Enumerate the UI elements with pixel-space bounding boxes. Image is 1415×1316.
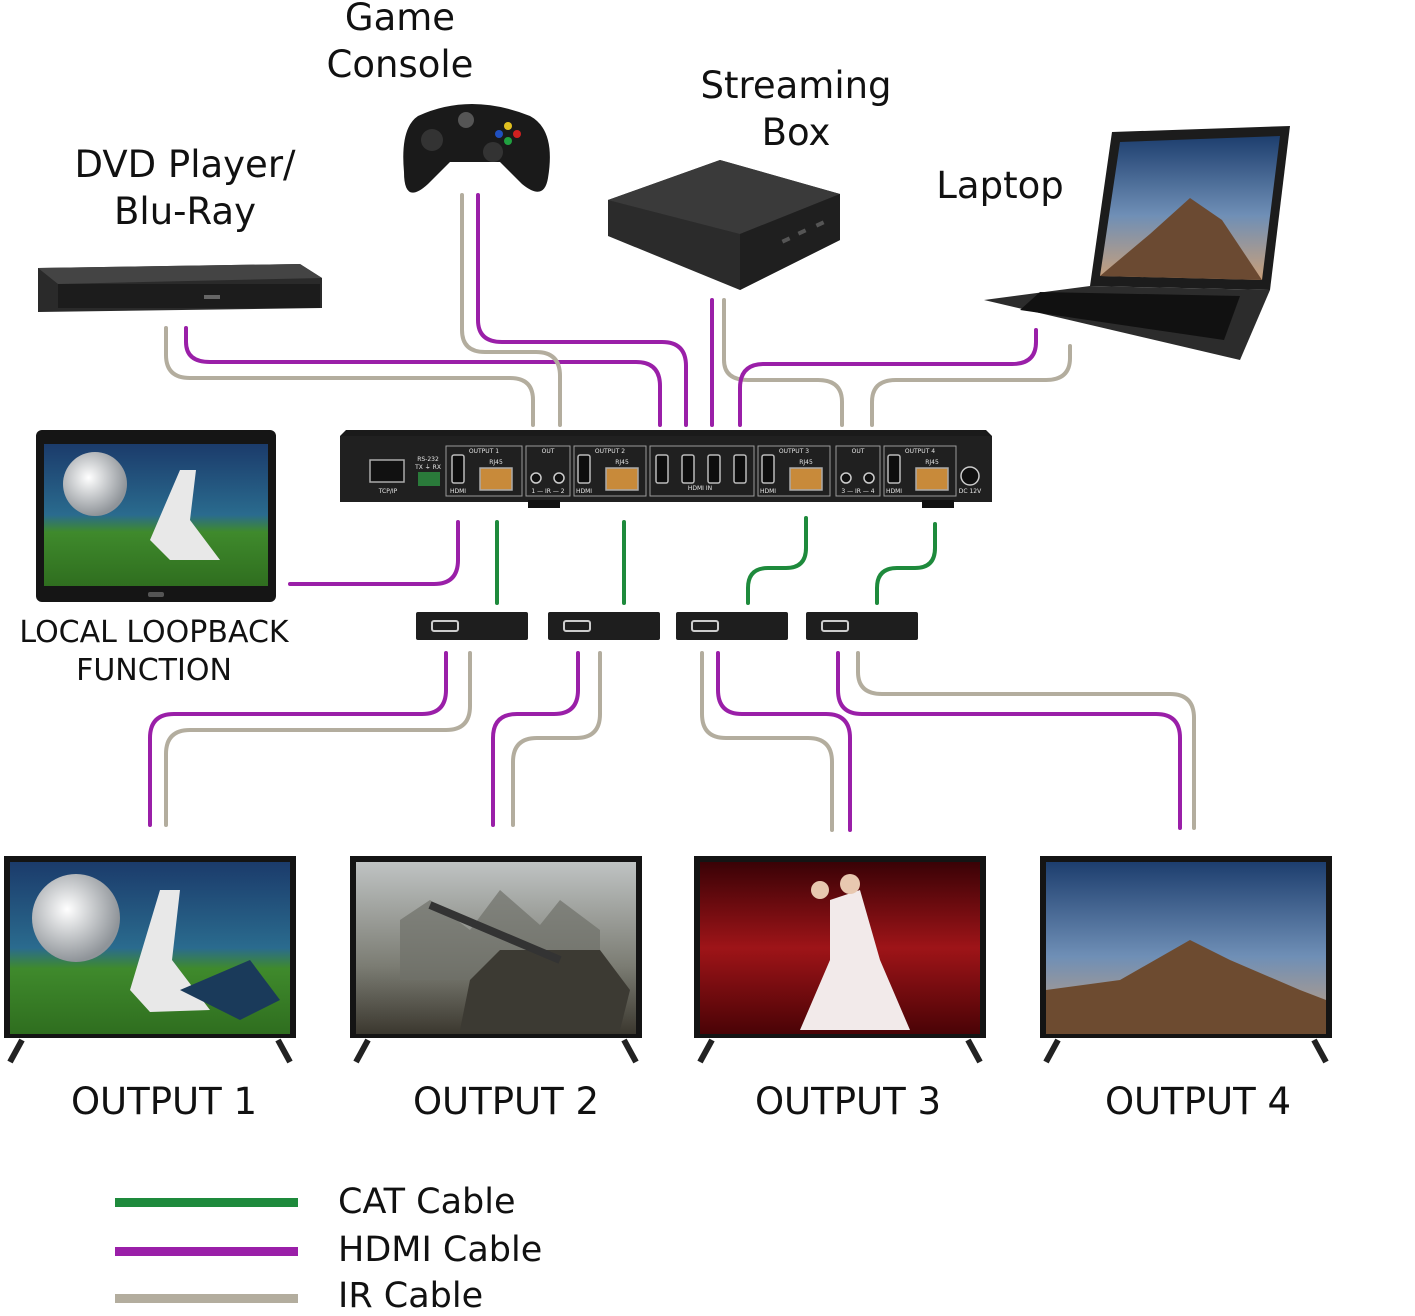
panel-tcpip: TCP/IP: [378, 488, 398, 495]
console-ir-cable: [460, 193, 562, 427]
label-dvd-player: DVD Player/ Blu-Ray: [74, 143, 296, 233]
panel-hdmi-1: HDMI: [450, 488, 466, 495]
game-controller-icon: [403, 104, 550, 193]
out4-hdmi-cable: [836, 651, 1182, 830]
out3-hdmi-cable: [716, 651, 852, 832]
legend-label-hdmi: HDMI Cable: [338, 1230, 543, 1270]
label-streaming-box: Streaming Box: [700, 64, 892, 154]
panel-output-2: OUTPUT 2: [595, 448, 625, 455]
panel-rj45-4: RJ45: [925, 459, 939, 466]
panel-output-1: OUTPUT 1: [469, 448, 499, 455]
label-laptop: Laptop: [936, 164, 1064, 207]
panel-dc: DC 12V: [959, 488, 982, 495]
switch-labels: OUTPUT 1 OUT OUTPUT 2 OUTPUT 3 OUT OUTPU…: [378, 448, 982, 495]
tv-output-3: [694, 856, 986, 1064]
panel-output-4: OUTPUT 4: [905, 448, 935, 455]
panel-rj45-3: RJ45: [799, 459, 813, 466]
out2-hdmi-cable: [491, 651, 580, 827]
streaming-box-icon: [608, 160, 840, 290]
loopback-tablet: [36, 430, 276, 602]
cat-cable-4: [875, 522, 937, 605]
out1-hdmi-cable: [148, 651, 448, 827]
panel-rs232: RS-232: [417, 456, 439, 463]
panel-hdmi-3: HDMI: [760, 488, 776, 495]
label-output-4: OUTPUT 4: [1104, 1080, 1292, 1123]
legend-label-ir: IR Cable: [338, 1276, 484, 1316]
legend-swatch-ir: [115, 1294, 298, 1303]
panel-out-b: OUT: [852, 448, 865, 455]
hdbaset-receivers: [416, 612, 918, 640]
loopback-hdmi-cable: [288, 520, 460, 586]
out2-ir-cable: [511, 651, 602, 827]
stream-ir-cable: [722, 298, 844, 427]
matrix-switch: [340, 430, 992, 508]
out1-ir-cable: [164, 651, 472, 827]
label-output-1: OUTPUT 1: [70, 1080, 258, 1123]
panel-hdmi-2: HDMI: [576, 488, 592, 495]
label-game-console: Game Console: [326, 0, 474, 86]
legend-swatch-cat: [115, 1198, 298, 1207]
legend-swatch-hdmi: [115, 1247, 298, 1256]
label-output-3: OUTPUT 3: [754, 1080, 942, 1123]
console-hdmi-cable: [476, 193, 688, 427]
panel-rj45-2: RJ45: [615, 459, 629, 466]
panel-txrx: TX ⏚ RX: [414, 464, 441, 471]
tv-output-2: [350, 856, 642, 1064]
panel-ir12: 1 — IR — 2: [531, 488, 564, 495]
dvd-player-icon: [38, 264, 322, 312]
panel-rj45-1: RJ45: [489, 459, 503, 466]
legend: [115, 1198, 298, 1303]
laptop-icon: [984, 126, 1290, 360]
tv-output-4: [1040, 856, 1332, 1064]
dvd-hdmi-cable: [184, 326, 662, 427]
out3-ir-cable: [700, 651, 834, 832]
panel-output-3: OUTPUT 3: [779, 448, 809, 455]
dvd-ir-cable: [164, 326, 535, 427]
label-output-2: OUTPUT 2: [412, 1080, 600, 1123]
out4-ir-cable: [856, 651, 1196, 830]
panel-ir34: 3 — IR — 4: [841, 488, 874, 495]
tv-output-1: [4, 856, 296, 1064]
label-local-loopback: LOCAL LOOPBACK FUNCTION: [19, 615, 289, 688]
legend-label-cat: CAT Cable: [338, 1182, 516, 1222]
laptop-hdmi-cable: [738, 328, 1038, 427]
panel-out-a: OUT: [542, 448, 555, 455]
panel-hdmi-in: HDMI IN: [688, 485, 712, 492]
laptop-ir-cable: [870, 344, 1072, 427]
panel-hdmi-4: HDMI: [886, 488, 902, 495]
cat-cable-3: [746, 516, 808, 605]
